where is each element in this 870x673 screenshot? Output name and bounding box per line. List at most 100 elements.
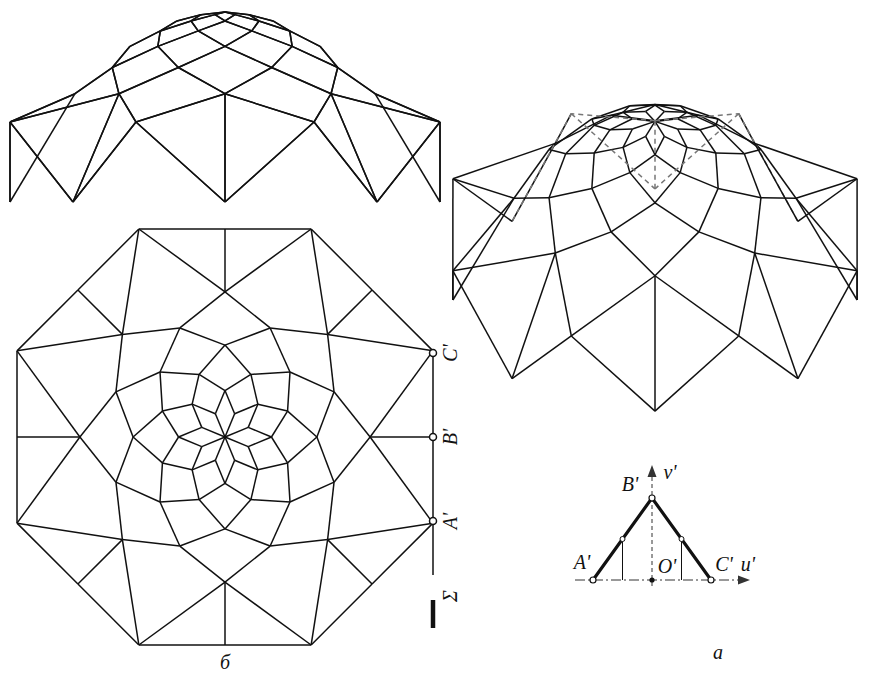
plan-edge	[225, 292, 270, 328]
perspective-edge	[798, 179, 857, 222]
plan-edge	[288, 437, 317, 463]
perspective-edge	[549, 119, 592, 149]
elevation-edge	[73, 94, 119, 202]
plan-edge	[116, 482, 160, 502]
elevation-edge	[320, 46, 338, 67]
plan-edge	[248, 437, 271, 447]
perspective-edge	[739, 253, 755, 336]
perspective-edge	[611, 203, 655, 232]
plan-edge	[116, 392, 133, 437]
axis-arrow	[738, 576, 750, 585]
elevation-edge	[10, 122, 73, 202]
plan-edge	[122, 540, 138, 645]
elevation-edge	[73, 94, 119, 202]
plan-edge	[78, 584, 139, 645]
elevation-edge	[198, 21, 225, 31]
elevation-edge	[439, 122, 441, 202]
elevation-edge	[158, 31, 161, 46]
elevation-edge	[9, 122, 11, 202]
plan-edge	[192, 404, 215, 414]
ordinate-line	[681, 542, 682, 581]
perspective-edge	[514, 197, 549, 199]
plan-edge	[225, 500, 251, 529]
plan-edge	[192, 447, 202, 470]
plan-edge	[432, 351, 434, 437]
elevation-edge	[225, 12, 249, 15]
perspective-edge	[594, 125, 610, 130]
elevation-edge	[136, 122, 225, 202]
elevation-edge	[198, 21, 225, 31]
plan-edge	[122, 328, 179, 334]
perspective-edge	[678, 119, 701, 130]
plan-edge	[270, 328, 290, 372]
perspective-edge	[549, 198, 555, 253]
perspective-edge	[761, 149, 796, 198]
plan-edge	[16, 437, 18, 523]
plan-edge	[224, 582, 226, 645]
point-mark	[620, 537, 625, 542]
plan-edge	[78, 290, 122, 334]
perspective-edge	[755, 143, 857, 178]
point-mark	[430, 434, 437, 441]
elevation-edge	[252, 31, 292, 46]
plan-edge	[160, 500, 199, 502]
plan-edge	[17, 290, 78, 351]
plan-edge	[370, 436, 433, 438]
plan-edge	[162, 411, 178, 437]
plan-edge	[199, 374, 225, 390]
perspective-edge	[718, 188, 761, 197]
point-label: C'	[715, 554, 733, 574]
plan-edge	[17, 523, 122, 539]
plan-edge	[251, 372, 290, 374]
plan-edge	[160, 328, 180, 372]
perspective-edge	[453, 253, 555, 271]
perspective-edge	[798, 271, 857, 379]
axis-arrow	[648, 465, 657, 477]
elevation-edge	[10, 94, 119, 122]
plan-edge	[271, 437, 287, 463]
perspective-edge	[630, 173, 655, 203]
elevation-edge	[338, 68, 375, 94]
perspective-edge	[592, 173, 630, 189]
perspective-edge	[655, 114, 739, 121]
perspective-edge	[555, 232, 611, 253]
plan-edge	[328, 523, 433, 539]
plan-edge	[179, 427, 202, 437]
perspective-edge	[654, 121, 656, 189]
plan-edge	[251, 470, 258, 500]
plan-edge	[270, 502, 290, 546]
elevation-edge	[292, 46, 338, 67]
elevation-edge	[225, 12, 249, 15]
elevation-edge	[314, 94, 331, 122]
elevation-edge	[198, 31, 225, 46]
plan-edge	[225, 644, 311, 646]
plan-edge	[432, 437, 434, 523]
elevation-edge	[112, 46, 158, 67]
elevation-edge	[198, 31, 225, 46]
elevation-edge	[225, 94, 314, 122]
elevation-edge	[224, 94, 226, 202]
plan-edge	[162, 437, 178, 463]
elevation-edge	[331, 94, 440, 122]
plan-edge	[122, 229, 138, 334]
elevation-edge	[272, 46, 292, 67]
elevation-edge	[225, 94, 314, 122]
plan-edge	[162, 463, 192, 470]
elevation-edge	[112, 46, 130, 67]
elevation-edge	[290, 31, 293, 46]
perspective-edge	[555, 253, 571, 336]
plan-edge	[235, 460, 258, 470]
elevation-edge	[119, 94, 136, 122]
elevation-edge	[201, 12, 225, 15]
perspective-edge	[594, 147, 623, 153]
elevation-edge	[215, 15, 225, 21]
elevation-edge	[272, 68, 331, 94]
point-mark	[590, 577, 596, 583]
plan-edge	[160, 502, 180, 546]
dome-perspective	[453, 105, 857, 412]
plan-edge	[180, 546, 225, 582]
elevation-edge	[259, 21, 290, 31]
point-label: B'	[440, 429, 460, 446]
elevation-edge	[314, 94, 331, 122]
